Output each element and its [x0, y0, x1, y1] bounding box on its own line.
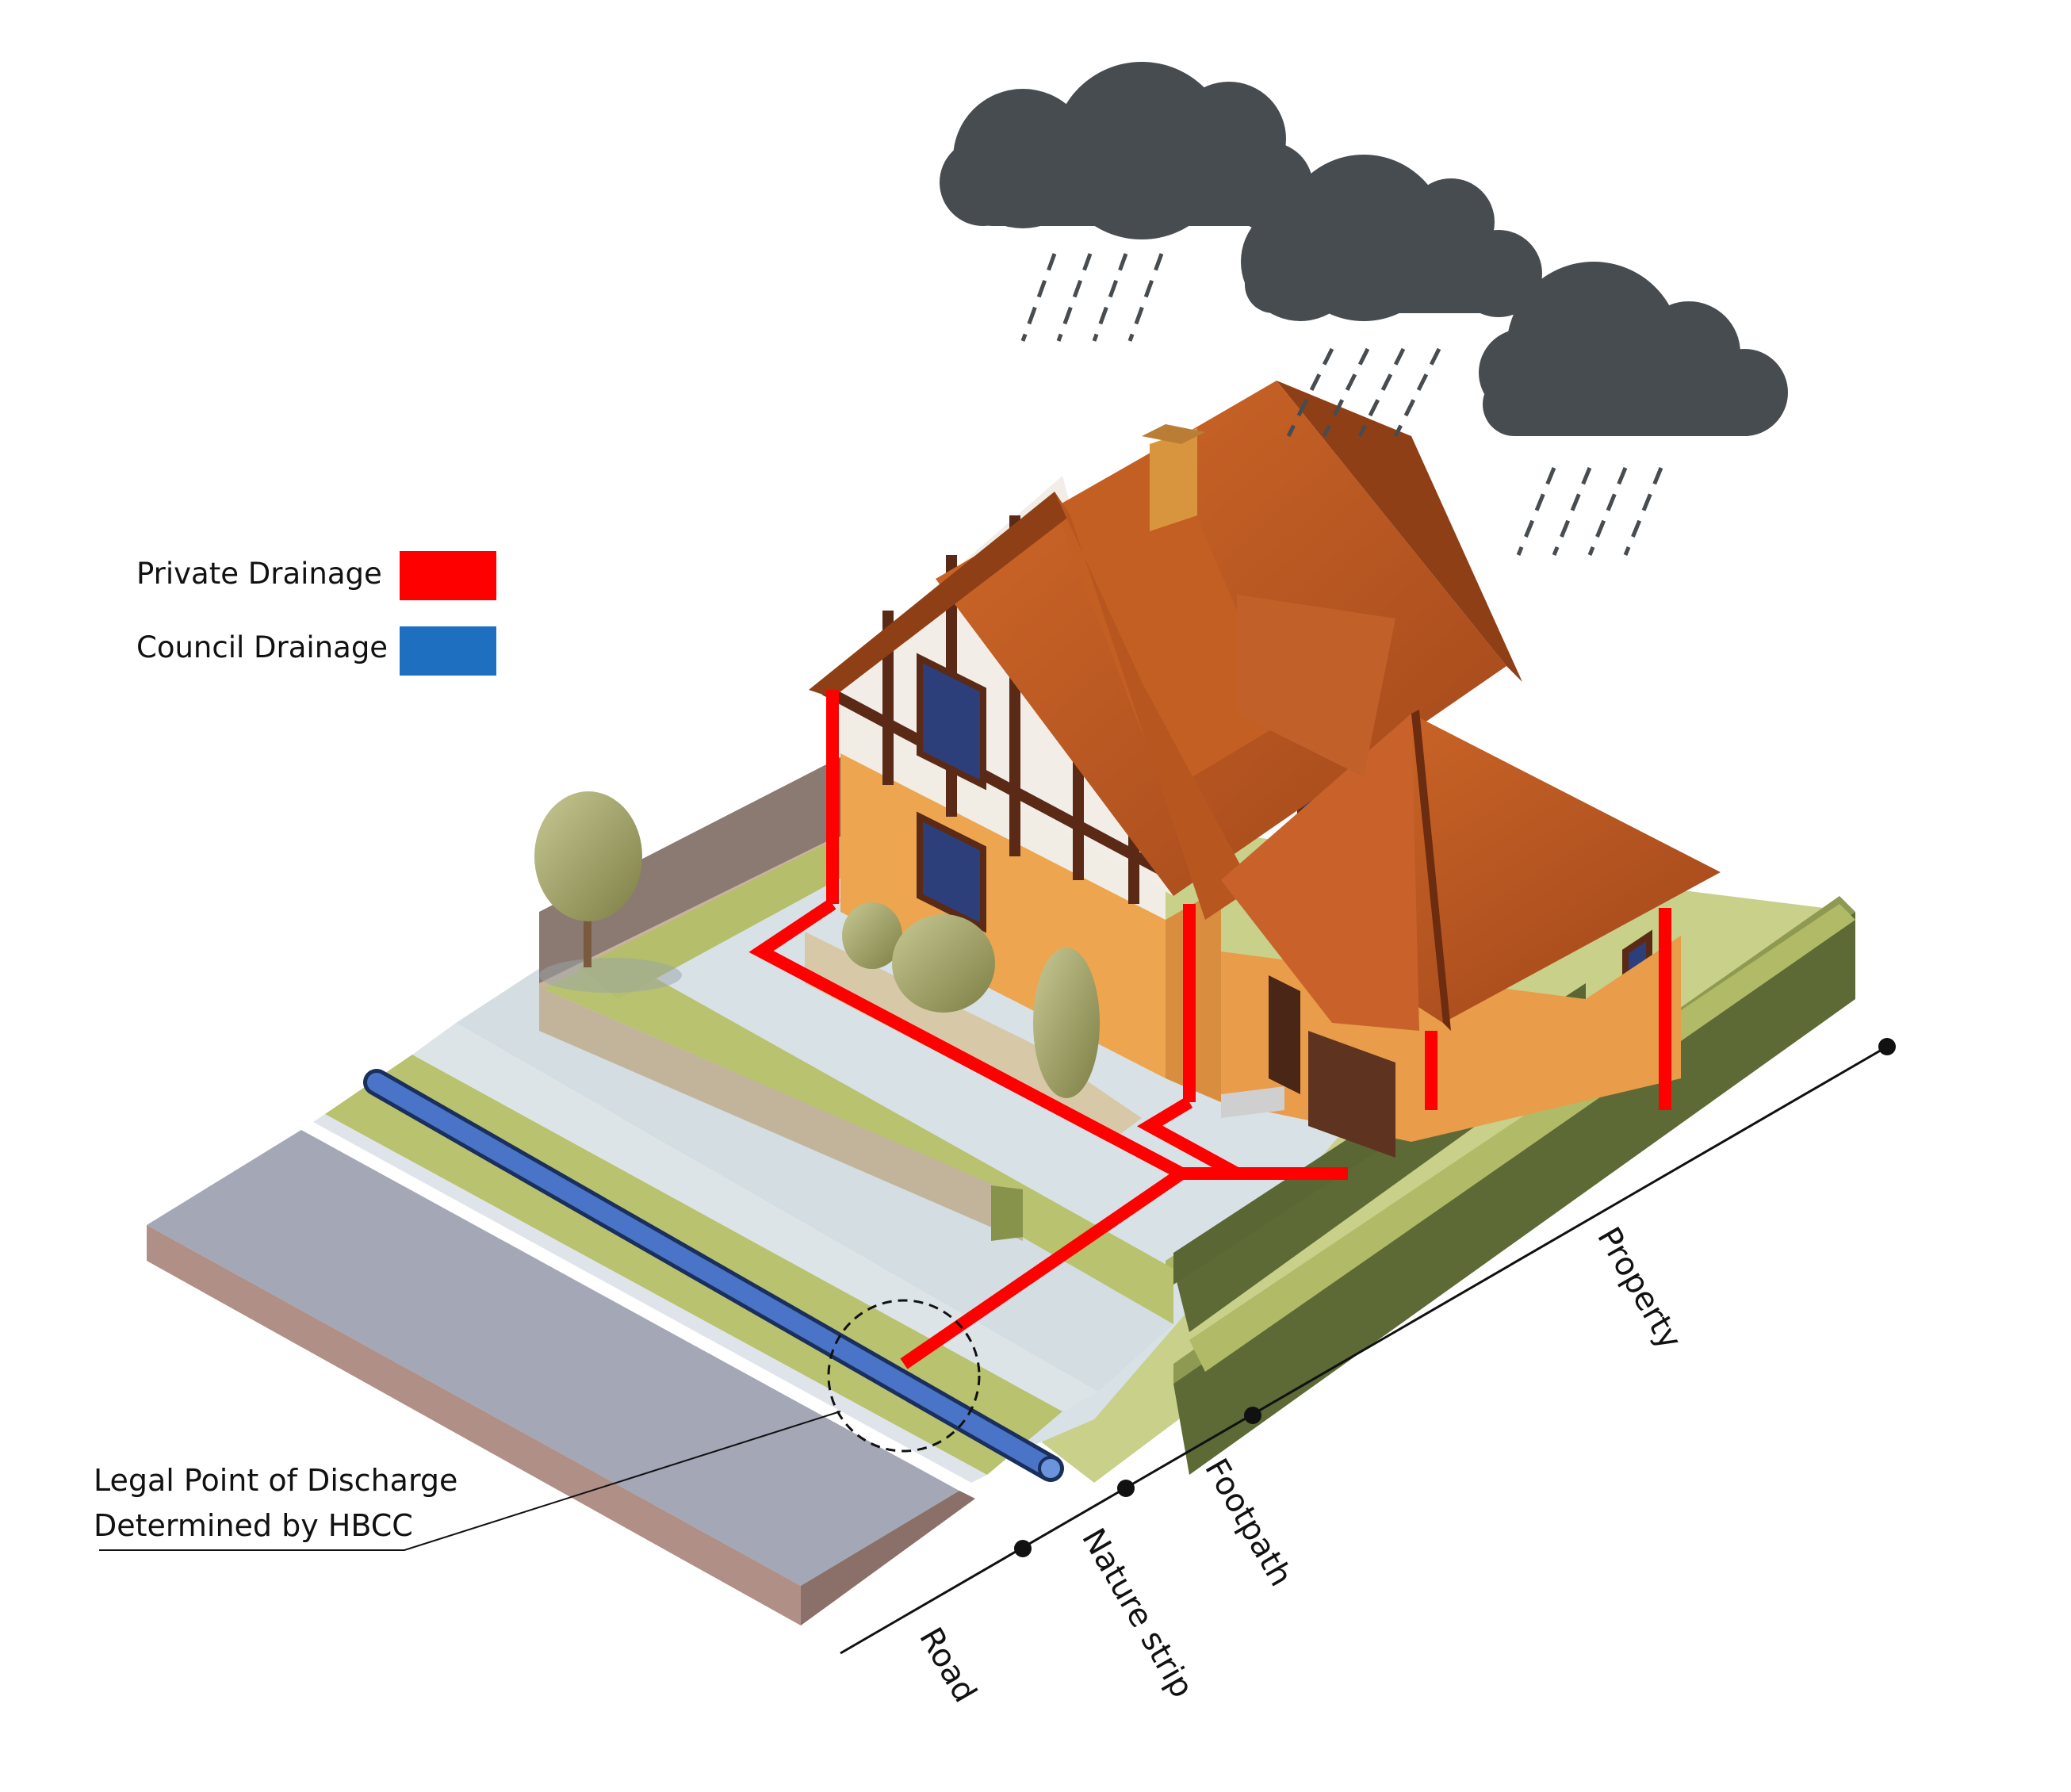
discharge-point-marker [99, 1299, 981, 1551]
shrubs [842, 902, 1100, 1098]
legend-label-private: Private Drainage [136, 557, 382, 591]
zone-marker [1878, 1038, 1896, 1055]
legend-label-council: Council Drainage [136, 630, 389, 664]
zone-marker [1014, 1540, 1032, 1557]
cloud-icon [1479, 262, 1788, 436]
zone-marker [1244, 1407, 1261, 1424]
council-drainage-pipe [363, 1069, 1064, 1482]
tree [534, 791, 682, 993]
road-surface [147, 1114, 987, 1625]
legend-swatch-council [400, 626, 496, 676]
cloud-icon [1241, 155, 1542, 321]
callout-line-1: Legal Point of Discharge [94, 1463, 458, 1498]
private-drainage-pipes [748, 690, 1671, 1369]
legend-swatch-private [400, 551, 496, 600]
zone-marker [1117, 1480, 1135, 1497]
zone-axis [840, 1038, 1896, 1655]
callout-line-2: Determined by HBCC [94, 1508, 413, 1543]
hedge-left [539, 967, 1023, 1241]
rain-clouds [940, 62, 1788, 556]
cloud-icon [940, 62, 1313, 239]
